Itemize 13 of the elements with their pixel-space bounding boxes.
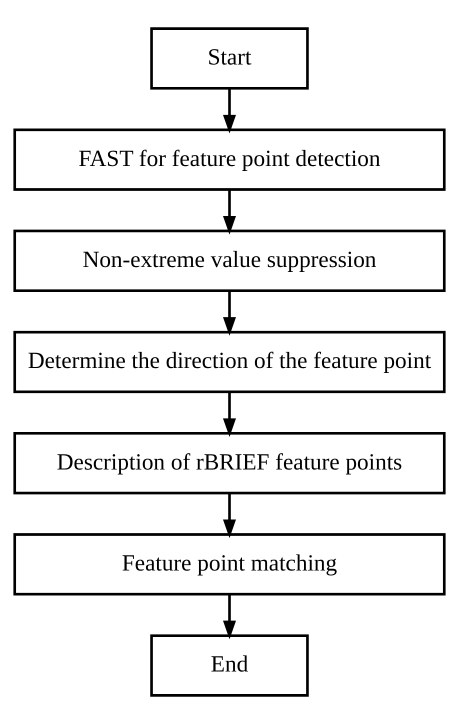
arrow — [222, 493, 236, 538]
arrow — [222, 88, 236, 134]
node-box: End — [150, 634, 309, 697]
node-box: Feature point matching — [13, 533, 446, 596]
arrow — [222, 594, 236, 640]
node-box: Non-extreme value suppression — [13, 230, 446, 292]
arrow — [222, 290, 236, 336]
arrow — [222, 392, 236, 437]
node-box: FAST for feature point detection — [13, 128, 446, 191]
node-box: Start — [150, 27, 309, 90]
node-box: Description of rBRIEF feature points — [13, 432, 446, 494]
node-box: Determine the direction of the feature point — [13, 330, 446, 394]
arrow — [222, 190, 236, 235]
